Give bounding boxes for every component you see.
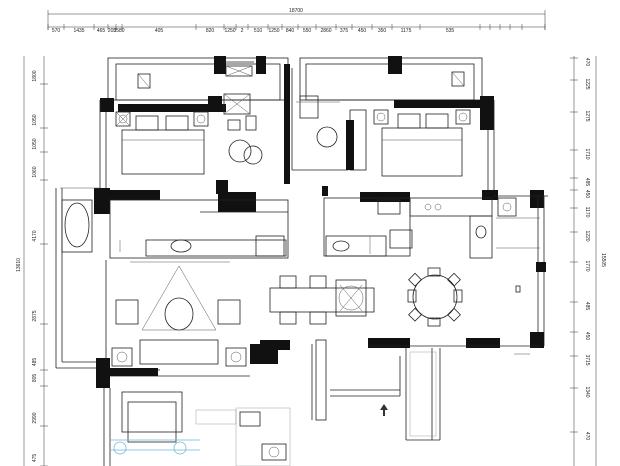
top-dim-label: 820 [206, 28, 215, 34]
kitchen [409, 190, 548, 348]
top-dim-label: 2860 [320, 28, 331, 34]
lower-rooms [103, 339, 441, 466]
master-bedroom-left [115, 61, 263, 175]
bathroom-right [323, 190, 498, 257]
right-dim-label: 470 [584, 432, 590, 441]
right-dim-label: 450 [584, 332, 590, 341]
right-dimension-chain: 15505 470 1225 1275 1710 485 450 1170 1220 1770 4… [570, 56, 606, 466]
entrance-arrow-icon [380, 404, 388, 416]
left-dim-label: 1050 [32, 138, 38, 149]
overall-width-label: 18700 [289, 8, 303, 14]
top-dim-label: 1250 [224, 28, 235, 34]
left-dim-label: 2875 [32, 310, 38, 321]
top-dim-label: 3580 [113, 28, 124, 34]
right-dim-label: 3715 [584, 354, 590, 365]
right-dim-label: 1220 [584, 230, 590, 241]
left-dim-label: 485 [32, 358, 38, 367]
top-dim-label: 535 [446, 28, 455, 34]
right-dim-label: 1225 [584, 78, 590, 89]
living-room [111, 261, 375, 367]
top-dim-label: 550 [303, 28, 312, 34]
left-dim-label: 475 [32, 454, 38, 463]
right-dim-label: 450 [584, 190, 590, 199]
top-dim-label: 465 [97, 28, 106, 34]
right-dim-label: 470 [584, 58, 590, 67]
dining-table [368, 267, 540, 348]
right-dim-label: 1770 [584, 260, 590, 271]
left-dim-label: 1050 [32, 114, 38, 125]
right-side-details [496, 217, 540, 355]
top-dim-label: 375 [340, 28, 349, 34]
right-dim-label: 485 [584, 178, 590, 187]
top-dim-label: 2 [241, 28, 244, 34]
top-dim-label: 205 [108, 28, 117, 34]
bathroom-left [60, 187, 289, 259]
left-dimension-chain: 13610 1800 1050 1050 1060 4170 2875 485 805 2990… [16, 56, 48, 466]
master-bedroom-right [299, 71, 471, 177]
corridor-partitions [216, 64, 354, 196]
right-dim-label: 1170 [584, 207, 590, 218]
top-dim-label: 510 [254, 28, 263, 34]
left-dim-label: 1060 [32, 166, 38, 177]
left-dim-label: 2990 [32, 412, 38, 423]
top-dim-label: 570 [52, 28, 61, 34]
right-dim-label: 485 [584, 302, 590, 311]
exterior-walls [99, 56, 495, 196]
balcony-left [55, 188, 110, 388]
top-dim-label: 1435 [73, 28, 84, 34]
top-dim-label: 405 [155, 28, 164, 34]
top-dim-label: 840 [286, 28, 295, 34]
overall-height-left-label: 13610 [16, 258, 22, 272]
left-dim-label: 805 [32, 374, 38, 383]
overall-height-right-label: 15505 [600, 253, 606, 267]
top-dim-label: 350 [378, 28, 387, 34]
right-dim-label: 1340 [584, 386, 590, 397]
right-dim-label: 1275 [584, 110, 590, 121]
top-dim-label: 1250 [268, 28, 279, 34]
top-dim-label: 450 [358, 28, 367, 34]
right-dim-label: 1710 [584, 148, 590, 159]
top-dim-label: 1175 [401, 28, 412, 34]
left-dim-label: 4170 [32, 230, 38, 241]
left-dim-label: 1800 [32, 70, 38, 81]
